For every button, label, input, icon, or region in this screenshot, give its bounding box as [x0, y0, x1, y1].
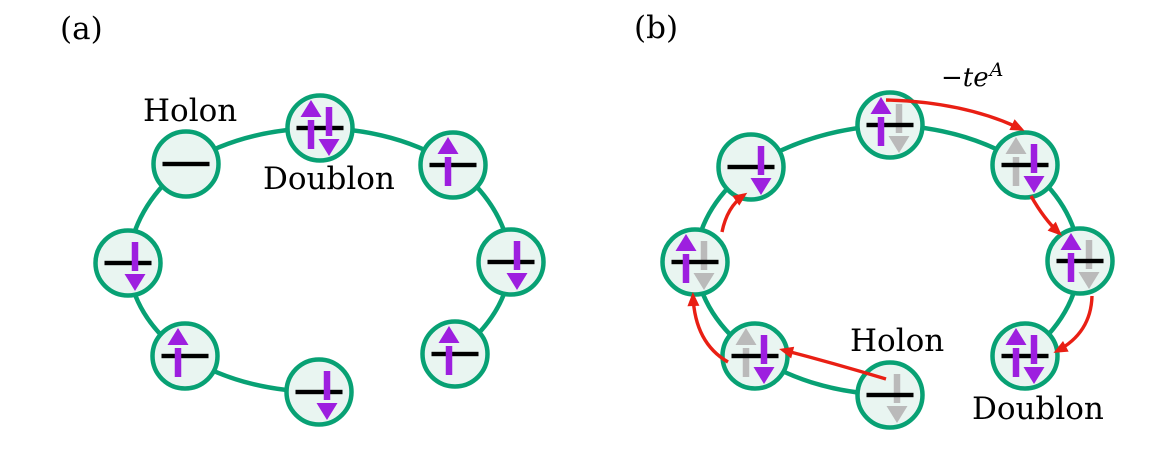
- site-down-1: [476, 227, 546, 297]
- energy-level-line: [162, 161, 210, 167]
- spin-down-ghost-arrow: [886, 374, 908, 423]
- spin-up-arrow: [437, 137, 459, 186]
- hop-arrow-right-to-doublon: [1053, 295, 1094, 353]
- energy-level-line: [1001, 162, 1049, 168]
- spin-up-arrow: [1060, 233, 1082, 282]
- energy-level-line: [866, 122, 914, 128]
- spin-up-arrow: [167, 328, 189, 377]
- site-doublon: [990, 321, 1060, 391]
- hopping-amplitude-label: −teA: [941, 59, 1004, 93]
- spin-down-arrow: [1023, 335, 1045, 384]
- energy-level-line: [161, 353, 209, 359]
- spin-down-ghost-arrow: [693, 241, 715, 290]
- site-upper-right: [990, 130, 1060, 200]
- site-right: [1045, 226, 1115, 296]
- panel-a-ring: [93, 93, 546, 427]
- spin-up-ghost-arrow: [735, 328, 757, 377]
- site-left: [660, 227, 730, 297]
- spin-up-arrow: [1005, 328, 1027, 377]
- spin-down-ghost-arrow: [1078, 240, 1100, 289]
- energy-level-line: [104, 260, 152, 266]
- spin-up-arrow: [438, 326, 460, 375]
- panel-a-label: (a): [60, 11, 103, 47]
- energy-level-line: [1056, 258, 1104, 264]
- spin-down-arrow: [1023, 144, 1045, 193]
- doublon-annotation-b: Doublon: [972, 391, 1104, 427]
- spin-down-arrow: [318, 107, 340, 156]
- site-up-2: [420, 319, 490, 389]
- spin-up-arrow: [675, 234, 697, 283]
- energy-level-line: [429, 162, 477, 168]
- site-holon: [151, 129, 221, 199]
- energy-level-line: [731, 353, 779, 359]
- site-holon: [855, 360, 925, 430]
- energy-level-line: [671, 259, 719, 265]
- doublon-annotation-a: Doublon: [263, 161, 395, 197]
- panel-b-ring: [660, 90, 1115, 430]
- hopping-amplitude-base: −te: [941, 63, 989, 93]
- site-top: [855, 90, 925, 160]
- site-doublon: [285, 93, 355, 163]
- hop-arrow-holon-to-lower-left: [779, 346, 887, 381]
- site-down-3: [93, 228, 163, 298]
- spin-up-arrow: [300, 100, 322, 149]
- energy-level-line: [1001, 353, 1049, 359]
- energy-level-line: [296, 125, 344, 131]
- panel-b-label: (b): [634, 10, 679, 46]
- energy-level-line: [431, 351, 479, 357]
- spin-down-arrow: [753, 335, 775, 384]
- spin-up-ghost-arrow: [1005, 137, 1027, 186]
- site-up-1: [418, 130, 488, 200]
- spin-down-arrow: [124, 242, 146, 291]
- site-upper-left: [716, 132, 786, 202]
- spin-up-arrow: [870, 97, 892, 146]
- site-down-2: [284, 357, 354, 427]
- hop-arrow-lower-left-to-left: [687, 292, 729, 364]
- hop-arrow-top-to-upper-right: [885, 98, 1025, 131]
- energy-level-line: [727, 164, 775, 170]
- hop-arrow-left-to-upper-left: [720, 192, 748, 233]
- spin-down-arrow: [750, 146, 772, 195]
- site-lower-left: [720, 321, 790, 391]
- spin-down-arrow: [316, 371, 338, 420]
- site-up-3: [150, 321, 220, 391]
- energy-level-line: [866, 392, 914, 398]
- holon-annotation-b: Holon: [850, 323, 945, 359]
- spin-down-arrow: [506, 241, 528, 290]
- holon-annotation-a: Holon: [143, 93, 238, 129]
- hopping-amplitude-exponent: A: [989, 59, 1004, 81]
- energy-level-line: [487, 259, 535, 265]
- spin-down-ghost-arrow: [888, 104, 910, 153]
- energy-level-line: [295, 389, 343, 395]
- hop-arrow-upper-right-to-right: [1029, 195, 1062, 236]
